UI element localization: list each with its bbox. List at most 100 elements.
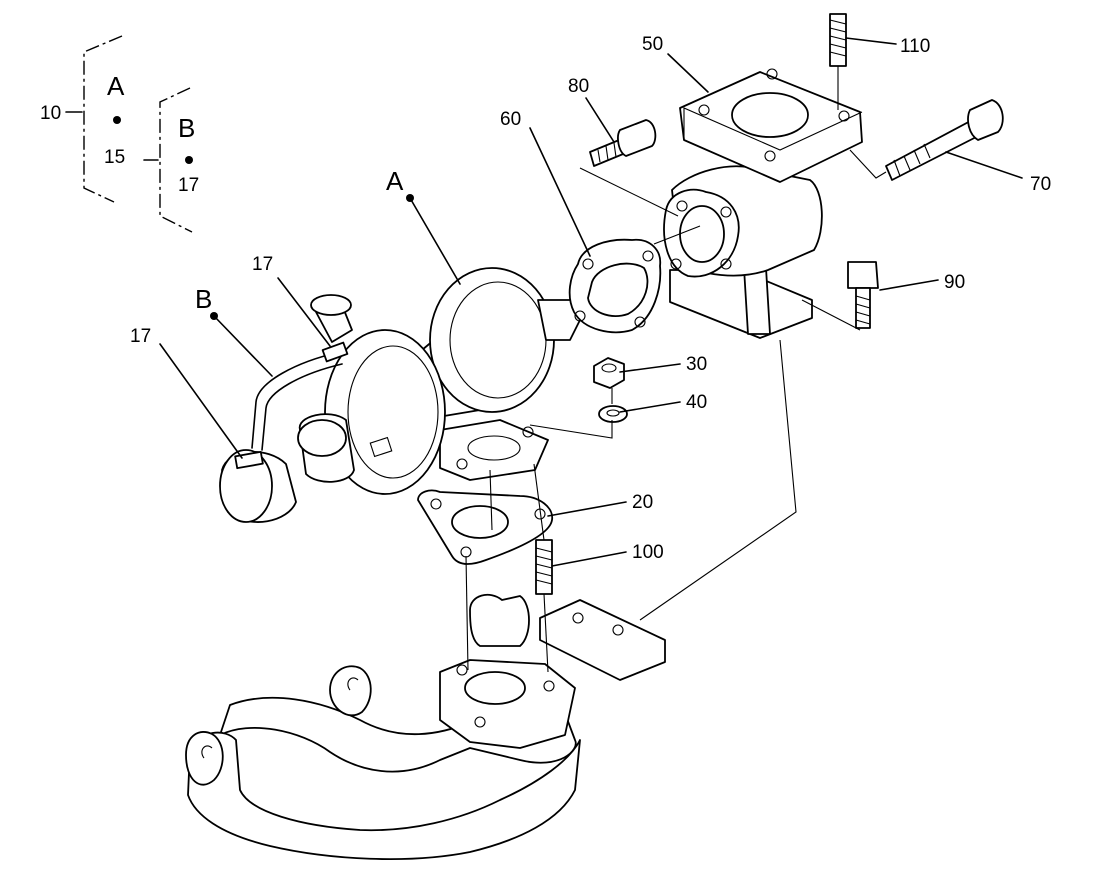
compressor-outlet-port — [297, 419, 347, 457]
air-inlet-cap-face — [219, 449, 273, 523]
leader-50 — [667, 53, 709, 93]
bolt-70-head — [967, 99, 1004, 141]
centerline-90 — [801, 299, 861, 331]
leader-20 — [547, 501, 627, 517]
manifold-lower-tube — [187, 731, 581, 861]
elbow-side-hole — [676, 200, 688, 212]
centerline-turbo-elbow — [653, 225, 701, 245]
elbow-mount-foot — [669, 269, 813, 339]
gasket-60-hole — [642, 250, 654, 262]
label-a-key: A — [107, 71, 125, 101]
leader-a — [409, 197, 461, 285]
nut-30 — [593, 357, 625, 389]
label-b-key: B — [178, 113, 195, 143]
legend-key: 10 15 17 A B — [40, 35, 199, 233]
leader-30 — [619, 363, 681, 373]
stud-110 — [829, 13, 847, 67]
elbow-side-port — [679, 205, 725, 263]
bolt-90-head — [847, 261, 879, 289]
turbo-nameplate — [369, 436, 393, 458]
label-50: 50 — [642, 34, 663, 55]
gasket-port — [451, 505, 509, 539]
label-17-upper: 17 — [252, 254, 273, 275]
centerline-80 — [579, 167, 679, 217]
stud-100 — [535, 539, 553, 595]
turbo-flange-hole — [522, 426, 534, 438]
gasket-60-hole — [582, 258, 594, 270]
label-70: 70 — [1030, 174, 1051, 195]
pad-hole — [572, 612, 584, 624]
leader-40 — [619, 401, 681, 413]
centerline-bracket — [639, 339, 797, 621]
label-40: 40 — [686, 392, 707, 413]
bolt-90-shank — [855, 287, 871, 329]
manifold-stud-hole — [474, 716, 486, 728]
gasket-hole — [430, 498, 442, 510]
label-15: 15 — [104, 147, 125, 168]
bolt-70 — [885, 99, 1004, 181]
leader-90 — [879, 279, 939, 291]
label-20: 20 — [632, 492, 653, 513]
elbow-side-hole — [720, 258, 732, 270]
manifold-upper-tube — [219, 695, 577, 773]
gasket-60-port — [587, 262, 649, 317]
pad-hole — [612, 624, 624, 636]
stud-thread — [535, 547, 553, 585]
leader-70 — [945, 151, 1023, 179]
oil-line-b-edge — [261, 363, 343, 451]
gasket-60-hole — [634, 316, 646, 328]
top-pipe-opening — [310, 294, 352, 316]
label-a: A — [386, 166, 404, 196]
washer-40 — [598, 405, 628, 423]
label-110: 110 — [900, 36, 930, 57]
elbow-50 — [663, 68, 863, 339]
manifold-riser — [469, 593, 530, 647]
bolt-80-thread — [597, 142, 617, 163]
exhaust-manifold — [185, 593, 666, 861]
label-10: 10 — [40, 103, 61, 124]
leader-17-lower — [159, 343, 243, 459]
elbow-mount-web — [743, 267, 771, 335]
manifold-stud-hole — [543, 680, 555, 692]
manifold-bolt-hole-mid — [347, 677, 359, 691]
elbow-top-flange-edge — [683, 107, 863, 151]
stud-110-thread — [829, 19, 847, 57]
gasket-60-hole — [574, 310, 586, 322]
hose-clamp-17-upper — [321, 341, 349, 363]
gasket-60 — [568, 238, 662, 334]
leader-80 — [585, 97, 615, 143]
dot-a-key — [113, 116, 121, 124]
nut-30-body — [593, 357, 625, 389]
washer-40-body — [598, 405, 628, 423]
manifold-turbo-port — [464, 671, 526, 705]
label-17-lower: 17 — [130, 326, 151, 347]
elbow-top-hole — [766, 68, 778, 80]
turbo-flange-hole — [456, 458, 468, 470]
elbow-side-hole — [720, 206, 732, 218]
compressor-housing-ring — [347, 345, 439, 479]
label-30: 30 — [686, 354, 707, 375]
manifold-stud-hole — [456, 664, 468, 676]
bracket-a — [83, 35, 123, 203]
turbocharger — [219, 267, 581, 523]
turbo-turbine-housing — [429, 267, 555, 413]
label-80: 80 — [568, 76, 589, 97]
leader-17-upper — [277, 277, 331, 347]
assembly-lines — [465, 66, 887, 673]
bolt-70-thread — [893, 143, 931, 177]
leader-100 — [551, 551, 627, 567]
elbow-top-hole — [838, 110, 850, 122]
centerline-stud — [533, 463, 545, 541]
label-17-key: 17 — [178, 175, 199, 196]
leader-b — [213, 315, 273, 377]
leader-60 — [529, 127, 591, 257]
dot-b-key — [185, 156, 193, 164]
nut-30-hole — [601, 363, 617, 373]
elbow-side-hole — [670, 258, 682, 270]
centerline-70 — [849, 149, 887, 179]
washer-40-hole — [606, 409, 620, 417]
label-60: 60 — [500, 109, 521, 130]
centerline-washer — [529, 420, 613, 439]
manifold-bracket-pad — [539, 599, 666, 681]
bolt-90-thread — [855, 295, 871, 325]
